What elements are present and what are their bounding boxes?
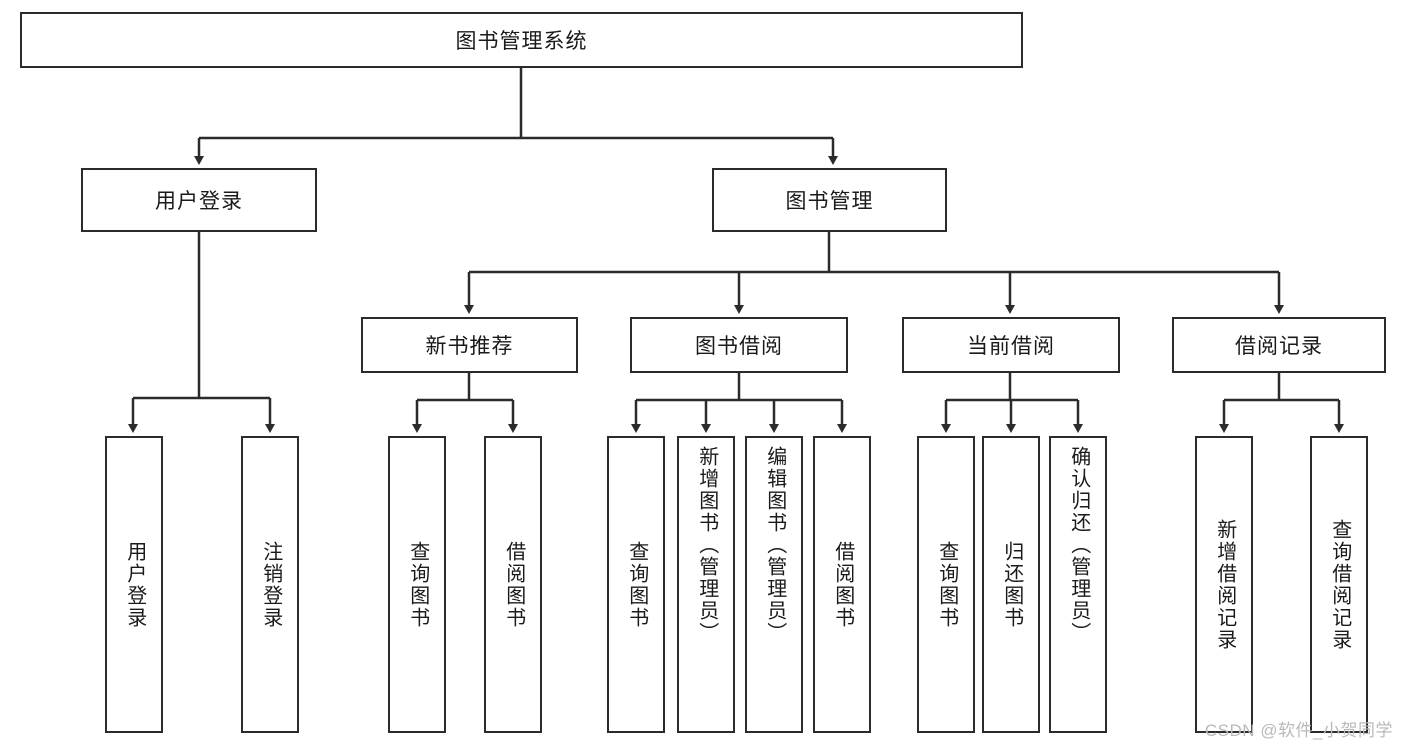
leaf-borrow-records-1[interactable]: 新增借阅记录 <box>1195 436 1253 733</box>
node-new-book-recommend-label: 新书推荐 <box>425 335 514 358</box>
leaf-book-borrow-4[interactable]: 借阅图书 <box>813 436 871 733</box>
node-borrow-records-label: 借阅记录 <box>1235 335 1323 358</box>
leaf-new-book-recommend-1[interactable]: 查询图书 <box>388 436 446 733</box>
node-new-book-recommend[interactable]: 新书推荐 <box>361 317 578 373</box>
csdn-watermark: CSDN @软件_小贺同学 <box>1204 721 1393 740</box>
node-root-label: 图书管理系统 <box>455 30 588 53</box>
node-book-management[interactable]: 图书管理 <box>712 168 947 232</box>
node-borrow-records[interactable]: 借阅记录 <box>1172 317 1386 373</box>
node-current-borrow[interactable]: 当前借阅 <box>902 317 1120 373</box>
leaf-user-login-2[interactable]: 注销登录 <box>241 436 299 733</box>
node-current-borrow-label: 当前借阅 <box>967 335 1055 358</box>
leaf-book-borrow-2[interactable]: 新增图书（管理员） <box>677 436 735 733</box>
leaf-label: 新增图书（管理员） <box>695 446 718 644</box>
node-user-login[interactable]: 用户登录 <box>81 168 317 232</box>
leaf-current-borrow-1[interactable]: 查询图书 <box>917 436 975 733</box>
node-root[interactable]: 图书管理系统 <box>20 12 1023 68</box>
node-book-borrow-label: 图书借阅 <box>695 335 783 358</box>
leaf-label: 借阅图书 <box>502 540 525 629</box>
node-user-login-label: 用户登录 <box>155 190 243 213</box>
leaf-label: 新增借阅记录 <box>1213 518 1236 651</box>
leaf-label: 查询图书 <box>625 540 648 629</box>
leaf-label: 查询借阅记录 <box>1328 518 1351 651</box>
leaf-user-login-1[interactable]: 用户登录 <box>105 436 163 733</box>
leaf-label: 归还图书 <box>1000 540 1023 629</box>
leaf-current-borrow-3[interactable]: 确认归还（管理员） <box>1049 436 1107 733</box>
leaf-label: 查询图书 <box>935 540 958 629</box>
leaf-label: 编辑图书（管理员） <box>763 446 786 644</box>
node-book-management-label: 图书管理 <box>785 190 874 213</box>
node-book-borrow[interactable]: 图书借阅 <box>630 317 848 373</box>
leaf-borrow-records-2[interactable]: 查询借阅记录 <box>1310 436 1368 733</box>
leaf-book-borrow-1[interactable]: 查询图书 <box>607 436 665 733</box>
leaf-label: 注销登录 <box>259 540 282 629</box>
leaf-label: 用户登录 <box>123 540 146 629</box>
leaf-current-borrow-2[interactable]: 归还图书 <box>982 436 1040 733</box>
leaf-new-book-recommend-2[interactable]: 借阅图书 <box>484 436 542 733</box>
leaf-book-borrow-3[interactable]: 编辑图书（管理员） <box>745 436 803 733</box>
leaf-label: 确认归还（管理员） <box>1067 446 1090 644</box>
leaf-label: 查询图书 <box>406 540 429 629</box>
leaf-label: 借阅图书 <box>831 540 854 629</box>
